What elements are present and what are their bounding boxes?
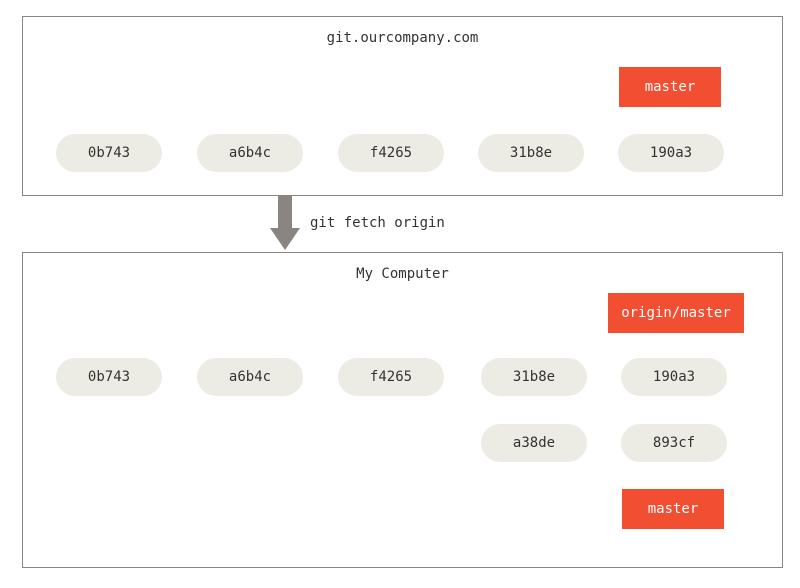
remote-repository-title: git.ourcompany.com xyxy=(326,30,479,46)
local-branch-commit: a38de xyxy=(481,424,587,462)
remote-commit: 0b743 xyxy=(56,134,162,172)
remote-commit: f4265 xyxy=(338,134,444,172)
remote-master-branch-label: master xyxy=(619,67,721,107)
local-repository-title: My Computer xyxy=(356,266,449,282)
remote-commit: 190a3 xyxy=(618,134,724,172)
remote-commit: a6b4c xyxy=(197,134,303,172)
local-commit: 31b8e xyxy=(481,358,587,396)
local-commit: 190a3 xyxy=(621,358,727,396)
local-commit: 0b743 xyxy=(56,358,162,396)
fetch-arrow xyxy=(270,196,300,250)
local-commit: f4265 xyxy=(338,358,444,396)
fetch-command-label: git fetch origin xyxy=(310,215,445,231)
origin-master-branch-label: origin/master xyxy=(608,293,744,333)
local-commit: a6b4c xyxy=(197,358,303,396)
remote-commit: 31b8e xyxy=(478,134,584,172)
local-branch-commit: 893cf xyxy=(621,424,727,462)
local-master-branch-label: master xyxy=(622,489,724,529)
